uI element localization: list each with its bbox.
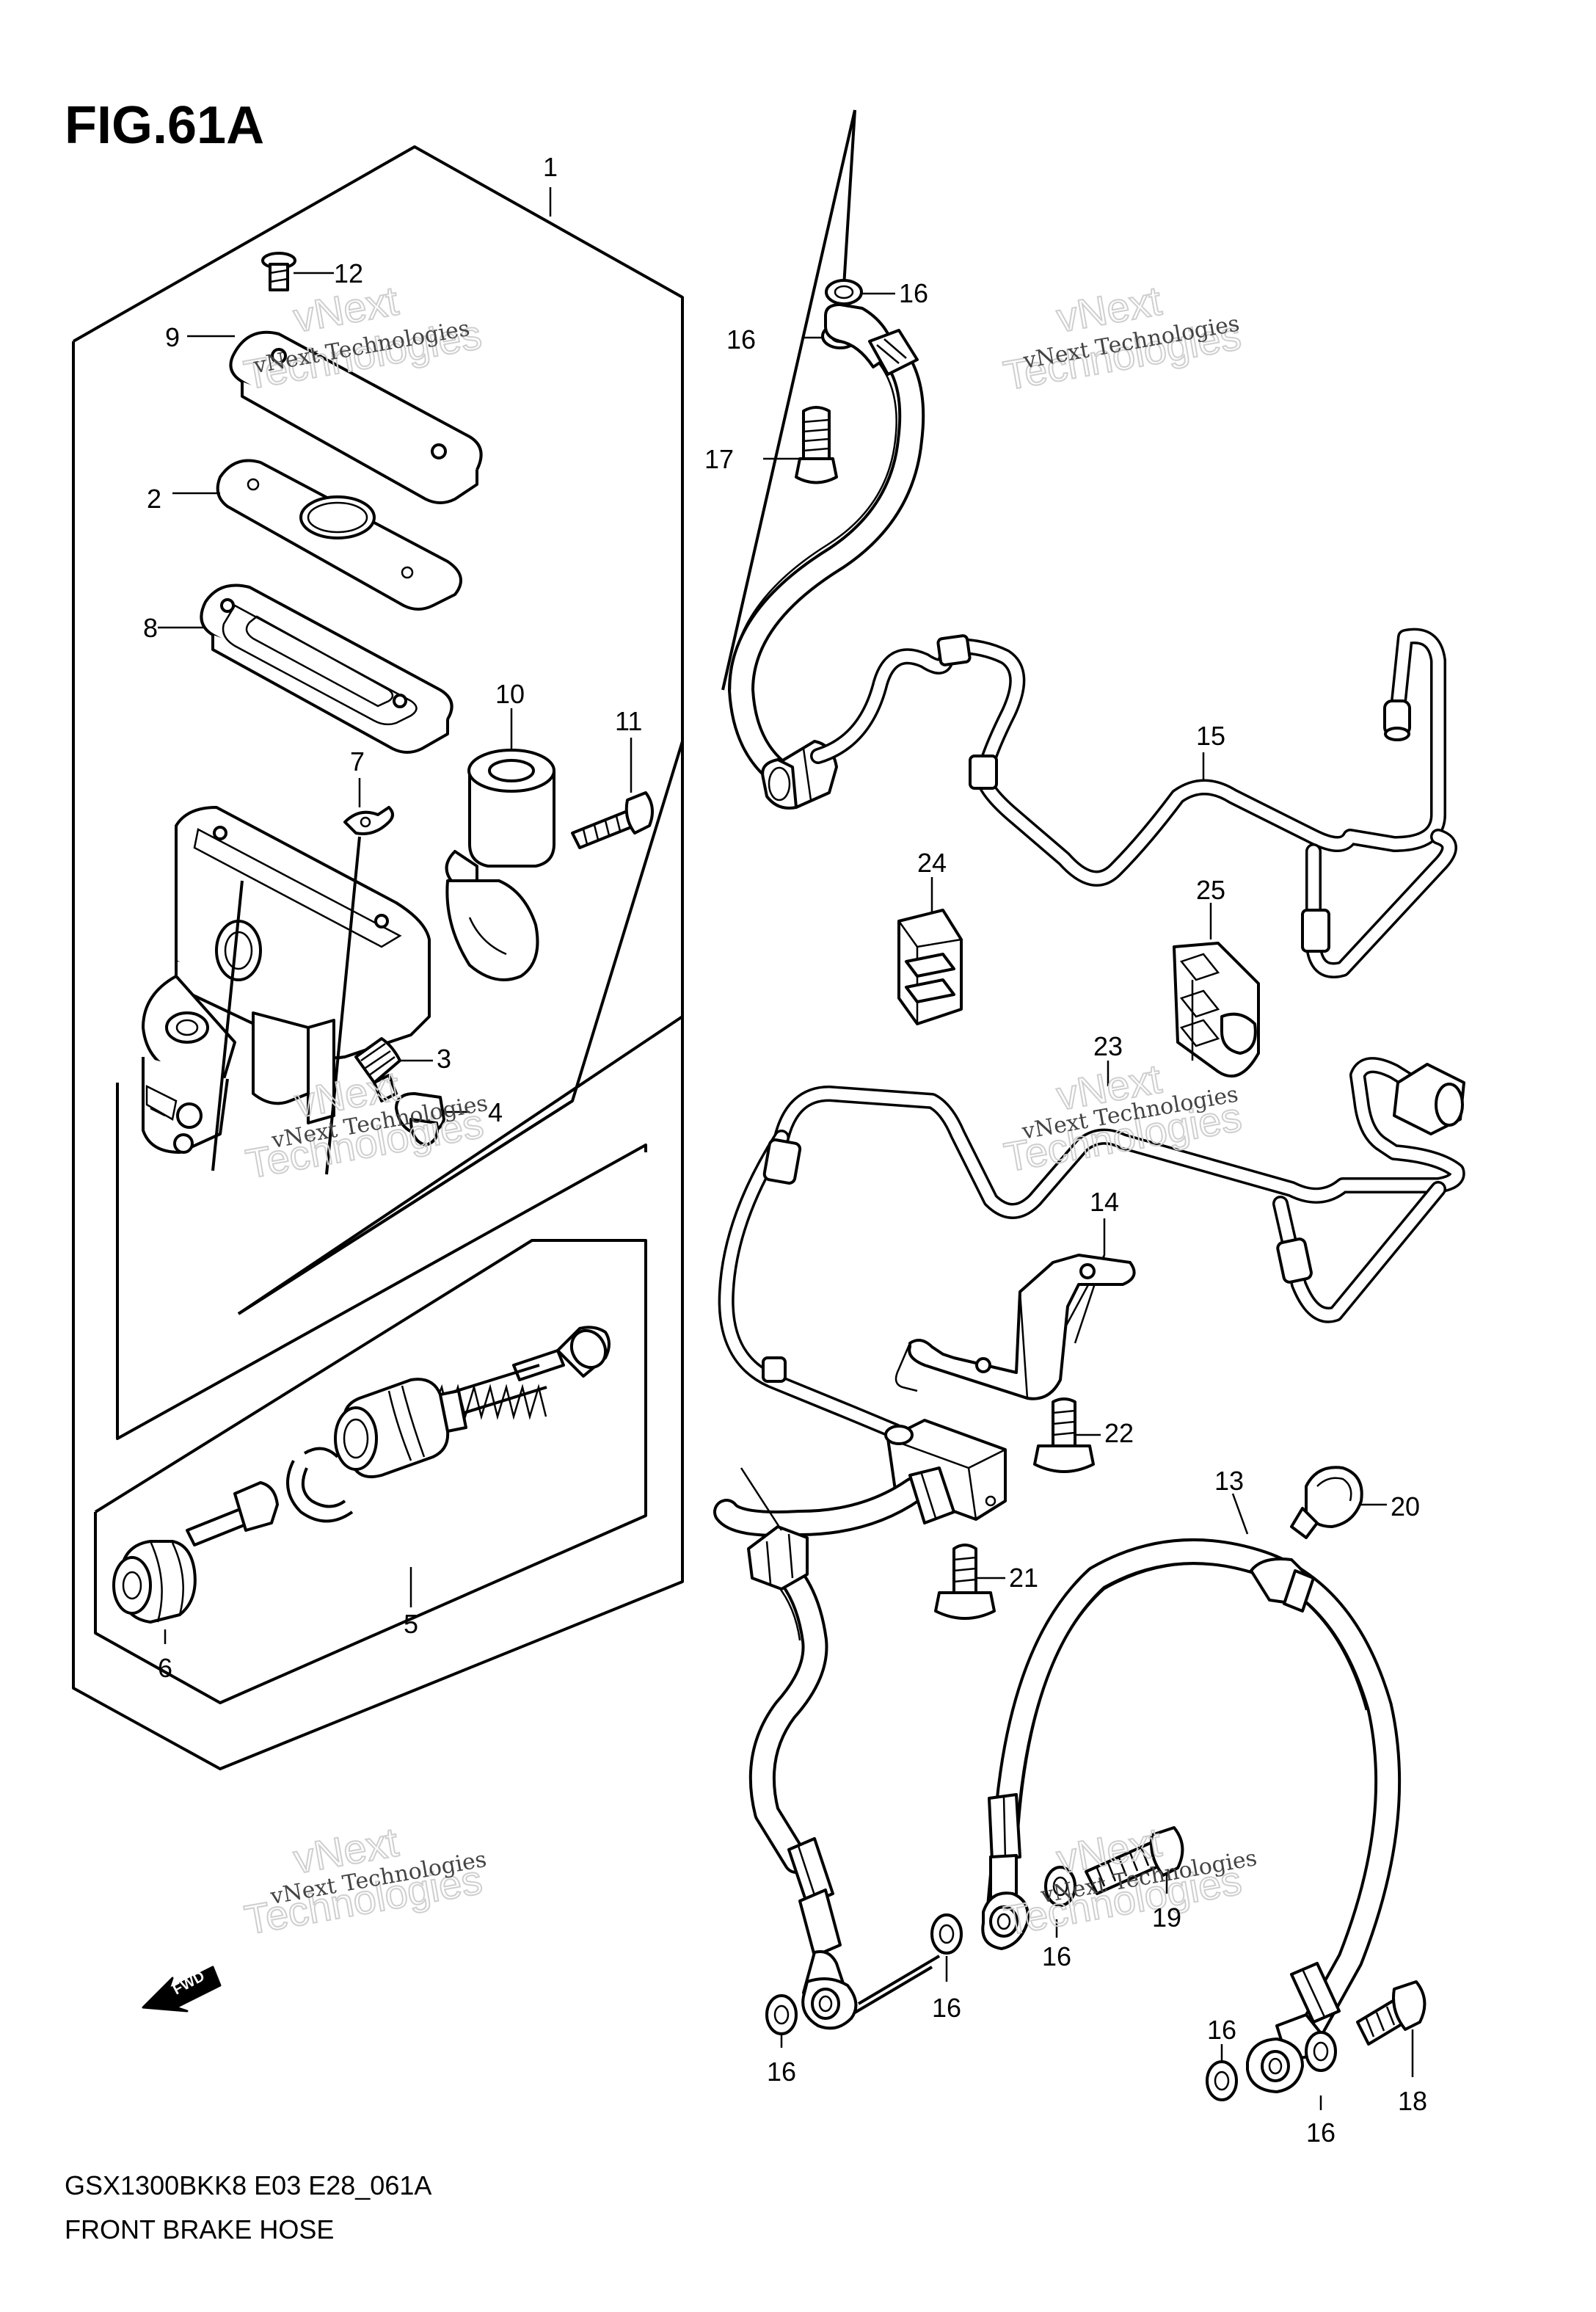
callout-25: 25 <box>1196 875 1225 905</box>
part-21-bolt <box>934 1544 996 1620</box>
part-13-brake-hose <box>981 1538 1402 2093</box>
callout-15: 15 <box>1196 721 1225 751</box>
callout-16-a: 16 <box>899 278 928 308</box>
part-16-washer-top-a <box>825 279 863 305</box>
fwd-arrow-icon: FWD <box>142 1966 222 2013</box>
callout-21: 21 <box>1009 1563 1038 1593</box>
callout-labels: 1 2 3 4 5 6 7 8 9 10 11 12 13 14 15 16 1… <box>143 152 1427 2148</box>
callout-18: 18 <box>1398 2086 1427 2116</box>
callout-17: 17 <box>704 444 734 474</box>
callout-6: 6 <box>158 1653 172 1683</box>
upper-brake-hose <box>728 303 925 810</box>
callout-11: 11 <box>615 706 642 736</box>
callout-13: 13 <box>1214 1466 1244 1496</box>
part-19-banjo-bolt <box>1085 1826 1184 1895</box>
callout-10: 10 <box>495 679 525 709</box>
part-16-washer-lower-d <box>1206 2060 1238 2101</box>
callout-16-f: 16 <box>1207 2015 1236 2045</box>
watermark-6: vNext Technologies vNext Technologies <box>1000 1818 1259 1945</box>
master-cylinder-assembly-outline <box>72 145 684 1770</box>
watermark-2: vNext Technologies vNext Technologies <box>999 277 1245 400</box>
callout-20: 20 <box>1391 1491 1420 1522</box>
part-2-diaphragm-plate <box>172 459 462 611</box>
callout-23: 23 <box>1093 1031 1123 1061</box>
callout-2: 2 <box>147 484 161 514</box>
leader-line-diagonal <box>721 109 856 691</box>
callout-16-e: 16 <box>767 2057 796 2087</box>
callout-1: 1 <box>543 152 558 182</box>
part-18-banjo-bolt <box>1356 1980 1426 2046</box>
part-14-bracket <box>894 1254 1136 1400</box>
part-11-bolt <box>571 738 654 849</box>
callout-19: 19 <box>1152 1902 1181 1933</box>
callout-leaders <box>549 187 1414 2110</box>
part-5-piston-kit <box>186 1326 611 1607</box>
watermark-5: vNext Technologies vNext Technologies <box>241 1818 489 1944</box>
callout-16-b: 16 <box>726 324 756 355</box>
part-22-bolt <box>1033 1397 1095 1473</box>
callout-3: 3 <box>437 1044 451 1074</box>
part-12-screw <box>261 252 334 291</box>
part-25-clamp <box>1173 942 1260 1078</box>
callout-7: 7 <box>350 746 365 777</box>
figure-title: FIG.61A <box>65 96 264 155</box>
diagram-caption: FRONT BRAKE HOSE <box>65 2214 334 2244</box>
part-16-washer-lower-e <box>1305 2031 1337 2072</box>
part-4-bleeder-cap <box>395 1092 470 1146</box>
part-10-union-fitting <box>445 708 555 981</box>
part-20-hose-clamp <box>1290 1466 1363 1539</box>
callout-14: 14 <box>1090 1187 1119 1217</box>
lower-left-brake-hose <box>713 1466 955 2030</box>
callout-16-d: 16 <box>932 1993 961 2023</box>
part-24-clamp <box>897 909 963 1025</box>
part-6-dust-boot <box>112 1540 197 1644</box>
master-cylinder-body <box>142 806 431 1175</box>
part-9-reservoir-cap <box>187 330 483 504</box>
part-16-washer-lower-a <box>1044 1866 1076 1907</box>
callout-16-g: 16 <box>1306 2117 1336 2148</box>
callout-8: 8 <box>143 613 158 643</box>
part-23-brake-pipe <box>718 1057 1465 1439</box>
part-17-banjo-bolt <box>795 406 838 484</box>
callout-24: 24 <box>917 848 947 878</box>
part-16-washer-lower-c <box>765 1994 798 2035</box>
callout-12: 12 <box>334 258 363 288</box>
part-8-diaphragm <box>158 584 453 754</box>
callout-5: 5 <box>404 1609 418 1639</box>
part-3-bleeder-valve <box>354 1037 433 1102</box>
callout-9: 9 <box>165 322 180 352</box>
callout-16-c: 16 <box>1042 1941 1071 1971</box>
part-7-clip <box>343 778 394 835</box>
model-code: GSX1300BKK8 E03 E28_061A <box>65 2170 431 2200</box>
part-16-washer-lower-b <box>930 1913 963 1955</box>
callout-4: 4 <box>488 1097 503 1127</box>
part-15-brake-pipe <box>810 628 1457 978</box>
callout-22: 22 <box>1104 1418 1134 1448</box>
